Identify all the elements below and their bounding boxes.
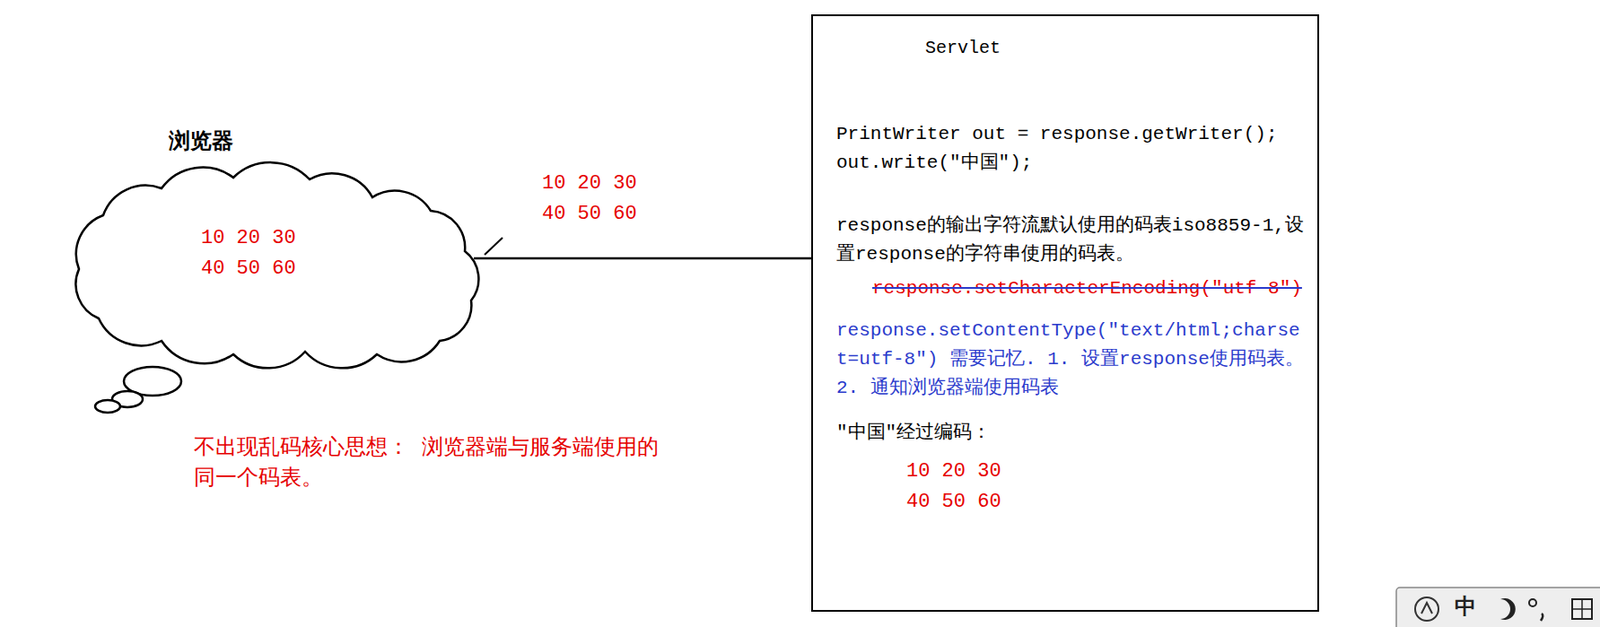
- servlet-title: Servlet: [925, 34, 1307, 63]
- comma-icon: [1540, 613, 1543, 621]
- toolbar-icon: [1415, 597, 1439, 621]
- browser-cloud: 浏览器 10 20 30 40 50 60: [62, 125, 474, 418]
- dot-icon: [1529, 599, 1537, 607]
- moon-icon: [1500, 598, 1516, 621]
- content-type-note: response.setContentType("text/html;chars…: [836, 316, 1307, 403]
- ime-toolbar: [1396, 587, 1600, 627]
- servlet-box: ServletPrintWriter out = response.getWri…: [811, 14, 1320, 613]
- byte-values: 10 20 30 40 50 60: [542, 168, 665, 230]
- toolbar-panel: [1396, 587, 1600, 627]
- toolbar-icon: [1421, 603, 1433, 614]
- thought-bubble: [95, 400, 121, 413]
- encoding-note: response的输出字符流默认使用的码表iso8859-1,设置respons…: [836, 211, 1307, 270]
- byte-values: 10 20 30 40 50 60: [201, 223, 324, 285]
- tick-mark: [484, 237, 503, 255]
- code-line: PrintWriter out = response.getWriter(); …: [836, 120, 1307, 178]
- byte-values: 10 20 30 40 50 60: [906, 456, 1029, 518]
- struck-code: response.setCharacterEncoding("utf-8"): [872, 274, 1307, 304]
- ime-label: 中: [1454, 593, 1477, 624]
- cloud-shape: [75, 162, 479, 368]
- grid-icon: [1572, 608, 1592, 611]
- core-idea-note: 不出现乱码核心思想： 浏览器端与服务端使用的同一个码表。: [193, 433, 665, 495]
- connector: [473, 257, 812, 261]
- browser-heading: 浏览器: [168, 129, 234, 156]
- encode-heading: "中国"经过编码：: [836, 419, 1307, 448]
- grid-icon: [1572, 599, 1592, 620]
